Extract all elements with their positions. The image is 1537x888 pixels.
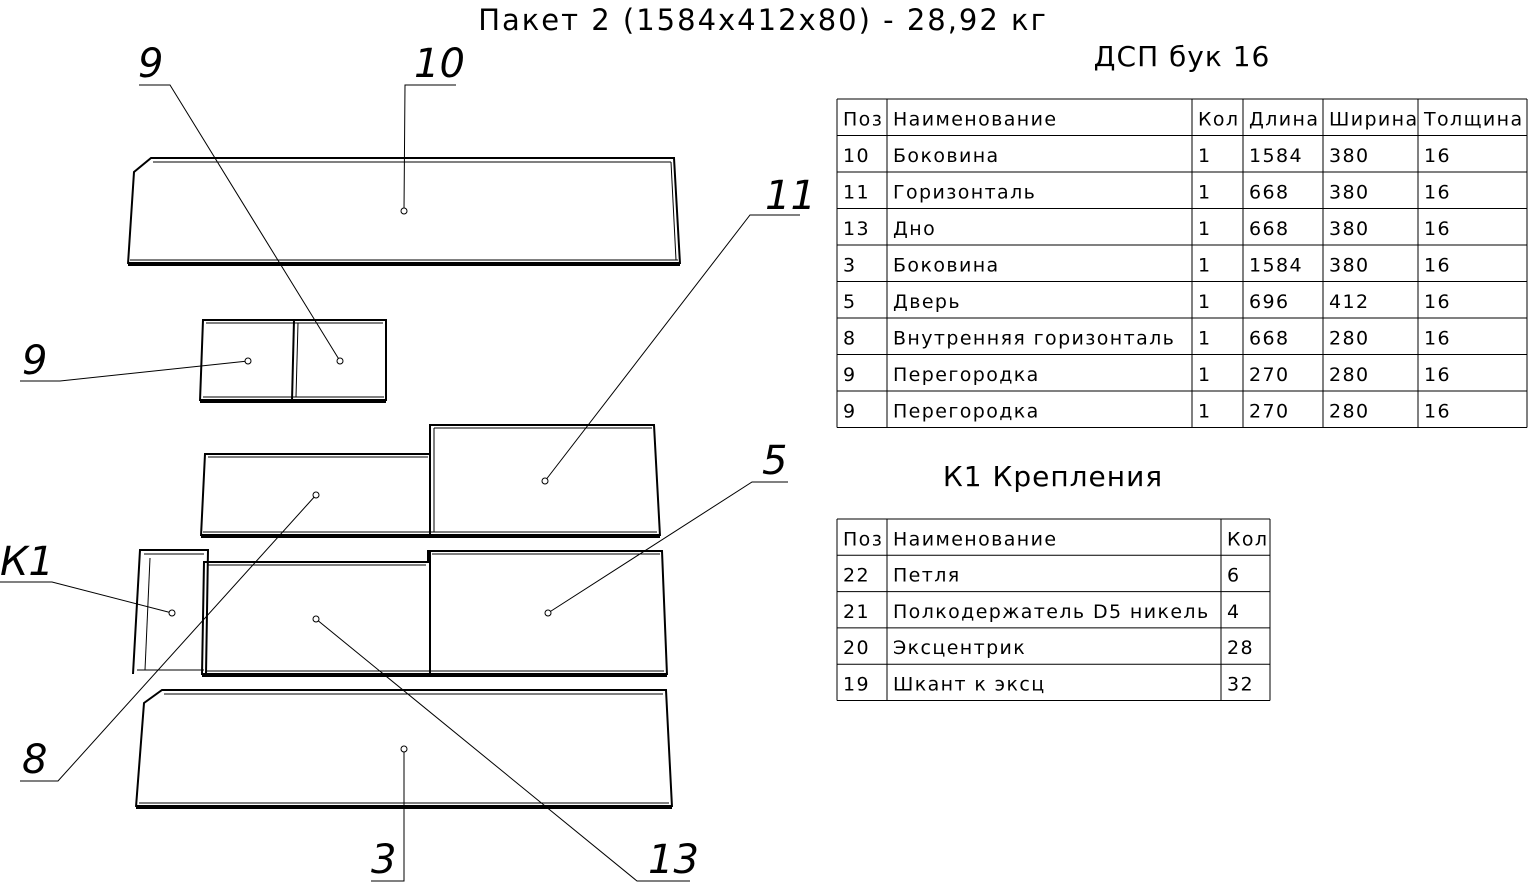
panel-10 (127, 157, 681, 266)
panel-9-pair (199, 319, 387, 403)
table-cell: 3 (843, 255, 857, 277)
table-header-cell: Толщина (1423, 109, 1523, 131)
table-cell: Эксцентрик (893, 637, 1026, 659)
table-header-cell: Ширина (1329, 109, 1419, 131)
table-cell: 668 (1249, 218, 1289, 240)
panel-8-11 (200, 424, 661, 538)
table-cell: 280 (1329, 364, 1369, 386)
table-cell: Горизонталь (893, 182, 1036, 204)
table-cell: 13 (843, 218, 870, 240)
table-cell: 668 (1249, 182, 1289, 204)
material-table-title: ДСП бук 16 (1094, 40, 1271, 73)
table-cell: 16 (1424, 182, 1451, 204)
table-header-cell: Поз (843, 109, 883, 131)
table-cell: 380 (1329, 255, 1369, 277)
table-cell: Шкант к эксц (893, 674, 1046, 696)
callout-11: 11 (765, 173, 816, 219)
panel-13-5-k1 (132, 549, 668, 677)
fittings-table: Поз Наименование Кол 22 Петля 6 21 Полкодержате… (836, 518, 1271, 701)
callout-9-top: 9 (138, 41, 163, 87)
table-header-cell: Наименование (893, 109, 1057, 131)
callout-k1: К1 (0, 539, 54, 585)
table-cell: 1584 (1249, 145, 1303, 167)
table-cell: 380 (1329, 145, 1369, 167)
table-cell: 20 (843, 637, 870, 659)
callout-13: 13 (648, 837, 699, 883)
table-cell: 1 (1198, 145, 1212, 167)
table-cell: 16 (1424, 364, 1451, 386)
table-header-cell: Кол (1198, 109, 1239, 131)
table-cell: 412 (1329, 291, 1369, 313)
callout-3: 3 (371, 837, 396, 883)
callout-5: 5 (762, 438, 787, 484)
package-title: Пакет 2 (1584x412x80) - 28,92 кг (478, 3, 1048, 37)
table-cell: 1 (1198, 401, 1212, 423)
callout-9-left: 9 (22, 338, 47, 384)
table-cell: 1 (1198, 328, 1212, 350)
table-cell: 16 (1424, 328, 1451, 350)
table-cell: 1 (1198, 291, 1212, 313)
table-cell: 380 (1329, 182, 1369, 204)
table-cell: 1 (1198, 182, 1212, 204)
table-cell: 270 (1249, 364, 1289, 386)
table-cell: 668 (1249, 328, 1289, 350)
table-cell: 21 (843, 601, 870, 623)
table-cell: Внутренняя горизонталь (893, 328, 1175, 350)
table-cell: Полкодержатель D5 никель (893, 601, 1210, 623)
table-cell: 22 (843, 565, 870, 587)
table-cell: 1584 (1249, 255, 1303, 277)
table-cell: 280 (1329, 328, 1369, 350)
leader-lines (0, 84, 800, 882)
table-cell: Боковина (893, 145, 1000, 167)
table-cell: 6 (1227, 565, 1241, 587)
table-header-cell: Кол (1227, 528, 1268, 550)
table-cell: 1 (1198, 255, 1212, 277)
table-cell: 280 (1329, 401, 1369, 423)
table-cell: 16 (1424, 145, 1451, 167)
table-cell: 9 (843, 364, 857, 386)
table-cell: 16 (1424, 255, 1451, 277)
table-cell: 19 (843, 674, 870, 696)
table-cell: Петля (893, 565, 961, 587)
table-cell: 8 (843, 328, 857, 350)
table-cell: Перегородка (893, 364, 1040, 386)
fittings-table-title: К1 Крепления (943, 460, 1163, 493)
table-cell: Дверь (893, 291, 961, 313)
table-cell: 10 (843, 145, 870, 167)
table-cell: 9 (843, 401, 857, 423)
table-cell: 4 (1227, 601, 1241, 623)
table-cell: 11 (843, 182, 870, 204)
table-cell: Боковина (893, 255, 1000, 277)
table-cell: 5 (843, 291, 857, 313)
table-cell: 28 (1227, 637, 1254, 659)
table-cell: 1 (1198, 218, 1212, 240)
table-cell: 380 (1329, 218, 1369, 240)
table-cell: 16 (1424, 401, 1451, 423)
callout-10: 10 (414, 41, 465, 87)
table-cell: Перегородка (893, 401, 1040, 423)
table-cell: 16 (1424, 291, 1451, 313)
table-header-cell: Длина (1249, 109, 1319, 131)
table-header-cell: Наименование (893, 528, 1057, 550)
table-cell: 1 (1198, 364, 1212, 386)
table-cell: 270 (1249, 401, 1289, 423)
table-cell: 696 (1249, 291, 1289, 313)
table-cell: 32 (1227, 674, 1254, 696)
table-cell: 16 (1424, 218, 1451, 240)
table-header-cell: Поз (843, 528, 883, 550)
table-cell: Дно (893, 218, 936, 240)
callout-8: 8 (22, 737, 47, 783)
